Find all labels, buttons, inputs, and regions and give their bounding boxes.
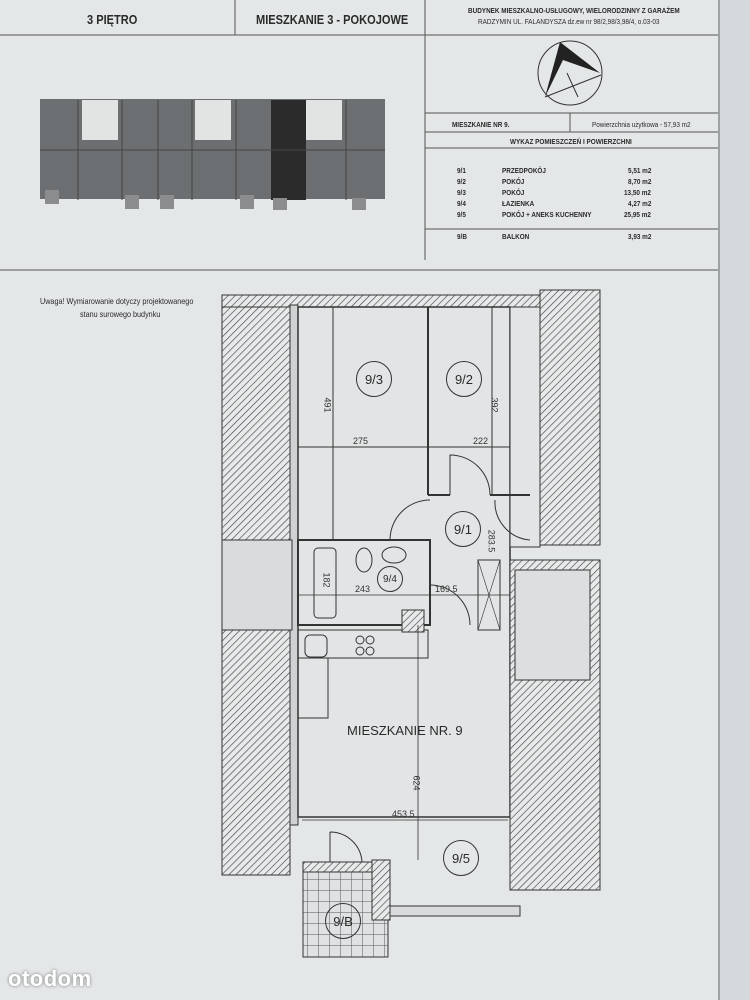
- apartment-label: MIESZKANIE NR. 9: [347, 723, 463, 738]
- room-id: 9/3: [457, 188, 466, 197]
- room-area: 5,51 m2: [628, 166, 652, 175]
- dimension-label: 283.5: [486, 529, 497, 553]
- dimension-label: 243: [355, 584, 371, 594]
- room-id: 9/4: [457, 199, 466, 208]
- room-tag-9-3: 9/3: [356, 361, 392, 397]
- floor-title: 3 PIĘTRO: [87, 12, 138, 27]
- dimension-label: 624: [411, 775, 422, 791]
- north-arrow-icon: [537, 40, 603, 106]
- otodom-watermark: otodom: [8, 966, 92, 991]
- building-name: BUDYNEK MIESZKALNO-USŁUGOWY, WIELORODZIN…: [468, 6, 680, 15]
- usable-area: Powierzchnia użytkowa - 57,93 m2: [592, 120, 691, 129]
- dimension-label: 453.5: [392, 809, 415, 819]
- room-name: ŁAZIENKA: [502, 199, 535, 208]
- dimension-label: 491: [322, 397, 333, 413]
- room-tag-9-1: 9/1: [445, 511, 481, 547]
- room-id: 9/2: [457, 177, 466, 186]
- building-key-plan: [40, 99, 385, 210]
- room-tag-9-4: 9/4: [377, 566, 403, 592]
- room-name: BALKON: [502, 232, 530, 241]
- apartment-type-title: MIESZKANIE 3 - POKOJOWE: [256, 12, 409, 27]
- dimension-label: 275: [353, 436, 369, 446]
- room-area: 25,95 m2: [624, 210, 651, 219]
- apartment-number: MIESZKANIE NR 9.: [452, 120, 510, 129]
- room-area: 8,70 m2: [628, 177, 652, 186]
- dimension-label: 222: [473, 436, 489, 446]
- room-area: 13,50 m2: [624, 188, 651, 197]
- note-line-1: Uwaga! Wymiarowanie dotyczy projektowane…: [40, 296, 194, 306]
- room-id: 9/1: [457, 166, 466, 175]
- dimension-label: 182: [321, 572, 332, 588]
- room-tag-9-b: 9/B: [325, 903, 361, 939]
- room-name: POKÓJ + ANEKS KUCHENNY: [502, 210, 592, 219]
- building-address: RADZYMIN UL. FALANDYSZA dz.ew nr 98/2,98…: [478, 17, 660, 26]
- floor-plan: [221, 289, 601, 958]
- room-list-title: WYKAZ POMIESZCZEŃ I POWIERZCHNI: [510, 137, 632, 146]
- room-name: PRZEDPOKÓJ: [502, 166, 546, 175]
- room-name: POKÓJ: [502, 177, 525, 186]
- room-id: 9/5: [457, 210, 466, 219]
- room-tag-9-2: 9/2: [446, 361, 482, 397]
- room-area: 4,27 m2: [628, 199, 652, 208]
- dimension-label: 392: [489, 397, 500, 413]
- room-tag-9-5: 9/5: [443, 840, 479, 876]
- room-id: 9/B: [457, 232, 467, 241]
- room-name: POKÓJ: [502, 188, 525, 197]
- dimension-label: 169.5: [435, 584, 458, 594]
- room-area: 3,93 m2: [628, 232, 652, 241]
- note-line-2: stanu surowego budynku: [80, 309, 161, 319]
